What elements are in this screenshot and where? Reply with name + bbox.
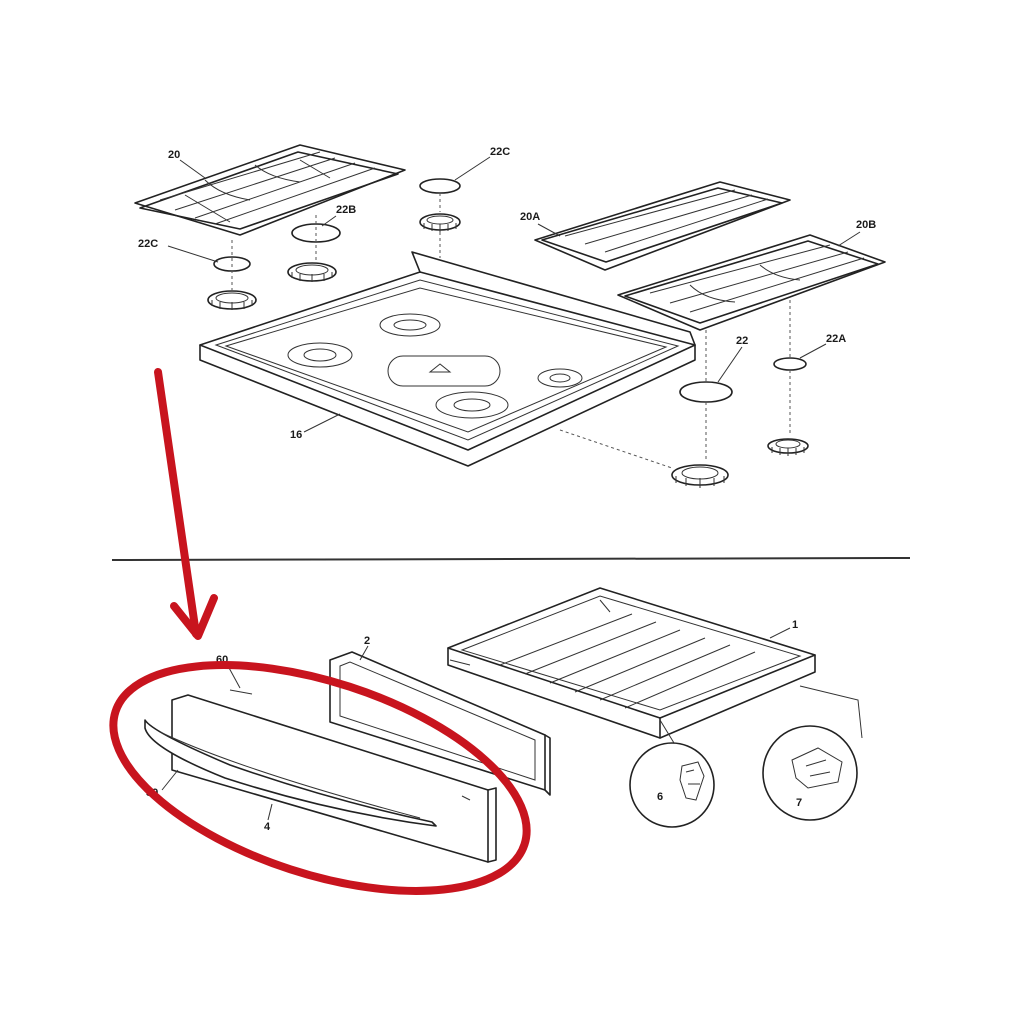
label-grate-right-front: 20B (856, 219, 876, 231)
leader-grate-left (179, 159, 206, 179)
leader-cap-top (454, 156, 491, 181)
label-bracket-detail-b: 7 (796, 797, 802, 809)
label-cap-left-mid: 22B (336, 204, 356, 216)
leader-screw (227, 665, 241, 689)
label-cap-right-back: 22A (826, 333, 846, 345)
drawer-body (447, 587, 816, 739)
screw-mark (461, 795, 471, 801)
label-bracket-detail-a: 6 (657, 791, 663, 803)
label-cooktop: 16 (290, 429, 302, 441)
grate-right-front (617, 234, 886, 331)
leader-cap-left-mid (321, 215, 337, 227)
cooktop-panel (199, 251, 696, 467)
leader-detail-b (799, 685, 863, 739)
section-divider (111, 557, 911, 561)
leader-drawer-body (769, 627, 791, 639)
burner-set-center (419, 178, 461, 258)
leader-drawer-liner (359, 645, 369, 661)
label-cap-right-front: 22 (736, 335, 748, 347)
leader-cooktop (303, 413, 341, 433)
label-drawer-body: 1 (792, 619, 798, 631)
detail-circle-b (762, 725, 858, 821)
label-grate-right-back: 20A (520, 211, 540, 223)
burner-set-right (559, 300, 809, 488)
drawer-handle (144, 719, 437, 827)
red-highlight-ellipse (109, 661, 531, 895)
detail-circle-a (629, 742, 715, 828)
label-handle: 4 (264, 821, 271, 833)
drawer-liner (329, 651, 551, 796)
label-drawer-liner: 2 (364, 635, 370, 647)
label-cap-left-low: 22C (138, 238, 158, 250)
leader-cap-right-back (799, 343, 827, 359)
leader-cap-left-low (167, 245, 219, 263)
burner-set-left (207, 215, 341, 310)
red-arrow-icon (154, 368, 218, 640)
grate-left (134, 144, 406, 236)
label-grate-left: 20 (168, 149, 180, 161)
leader-handle (267, 803, 273, 821)
leader-handle-end (161, 769, 179, 791)
grate-right-back (534, 181, 791, 271)
leader-grate-right-front (837, 231, 861, 247)
label-cap-top: 22C (490, 146, 510, 158)
leader-grate-right-back (537, 223, 561, 237)
leader-detail-a (659, 719, 675, 744)
leader-cap-right-front (717, 346, 743, 383)
